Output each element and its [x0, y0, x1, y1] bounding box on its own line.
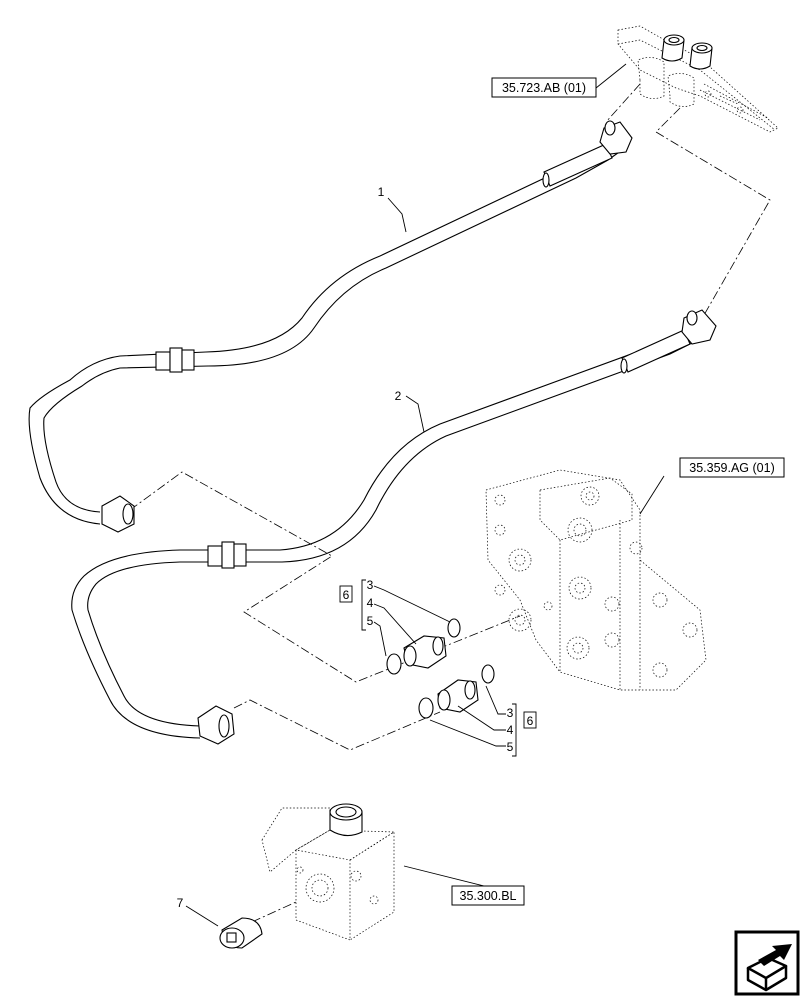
navigation-arrow-icon[interactable] [734, 930, 800, 996]
callout-6-upper: 6 [343, 588, 350, 602]
callout-2: 2 [395, 389, 402, 403]
callout-7: 7 [177, 896, 184, 910]
ref-box-top[interactable]: 35.723.AB (01) [491, 77, 597, 98]
ref-box-block[interactable]: 35.300.BL [451, 885, 525, 906]
pipe-2 [71, 309, 717, 745]
callout-4-lower: 4 [507, 723, 514, 737]
centre-lines [129, 83, 771, 923]
o-ring-5-lower [418, 697, 434, 719]
callouts: 1 2 6 3 4 5 3 4 5 6 7 [177, 185, 537, 910]
valve-ports [494, 486, 698, 678]
plug-7 [219, 917, 263, 949]
upper-adapter-kit [386, 618, 461, 675]
ref-box-valve[interactable]: 35.359.AG (01) [679, 457, 785, 478]
callout-3-upper: 3 [367, 578, 374, 592]
ref-top-label: 35.723.AB (01) [502, 81, 586, 95]
callout-1: 1 [378, 185, 385, 199]
ref-block-label: 35.300.BL [460, 889, 517, 903]
top-bracket-fittings [661, 34, 713, 70]
o-ring-3-upper [447, 618, 461, 638]
lower-adapter-kit [418, 664, 495, 719]
callout-4-upper: 4 [367, 596, 374, 610]
ref-valve-label: 35.359.AG (01) [689, 461, 774, 475]
callout-3-lower: 3 [507, 706, 514, 720]
o-ring-3-lower [481, 664, 495, 684]
valve-block [261, 803, 396, 941]
top-bracket [617, 25, 779, 133]
callout-5-lower: 5 [507, 740, 514, 754]
control-valve [485, 469, 707, 691]
o-ring-5-upper [386, 653, 402, 675]
leader-lines [185, 63, 665, 927]
pipe-1 [28, 120, 633, 533]
callout-6-lower: 6 [527, 714, 534, 728]
callout-5-upper: 5 [367, 614, 374, 628]
